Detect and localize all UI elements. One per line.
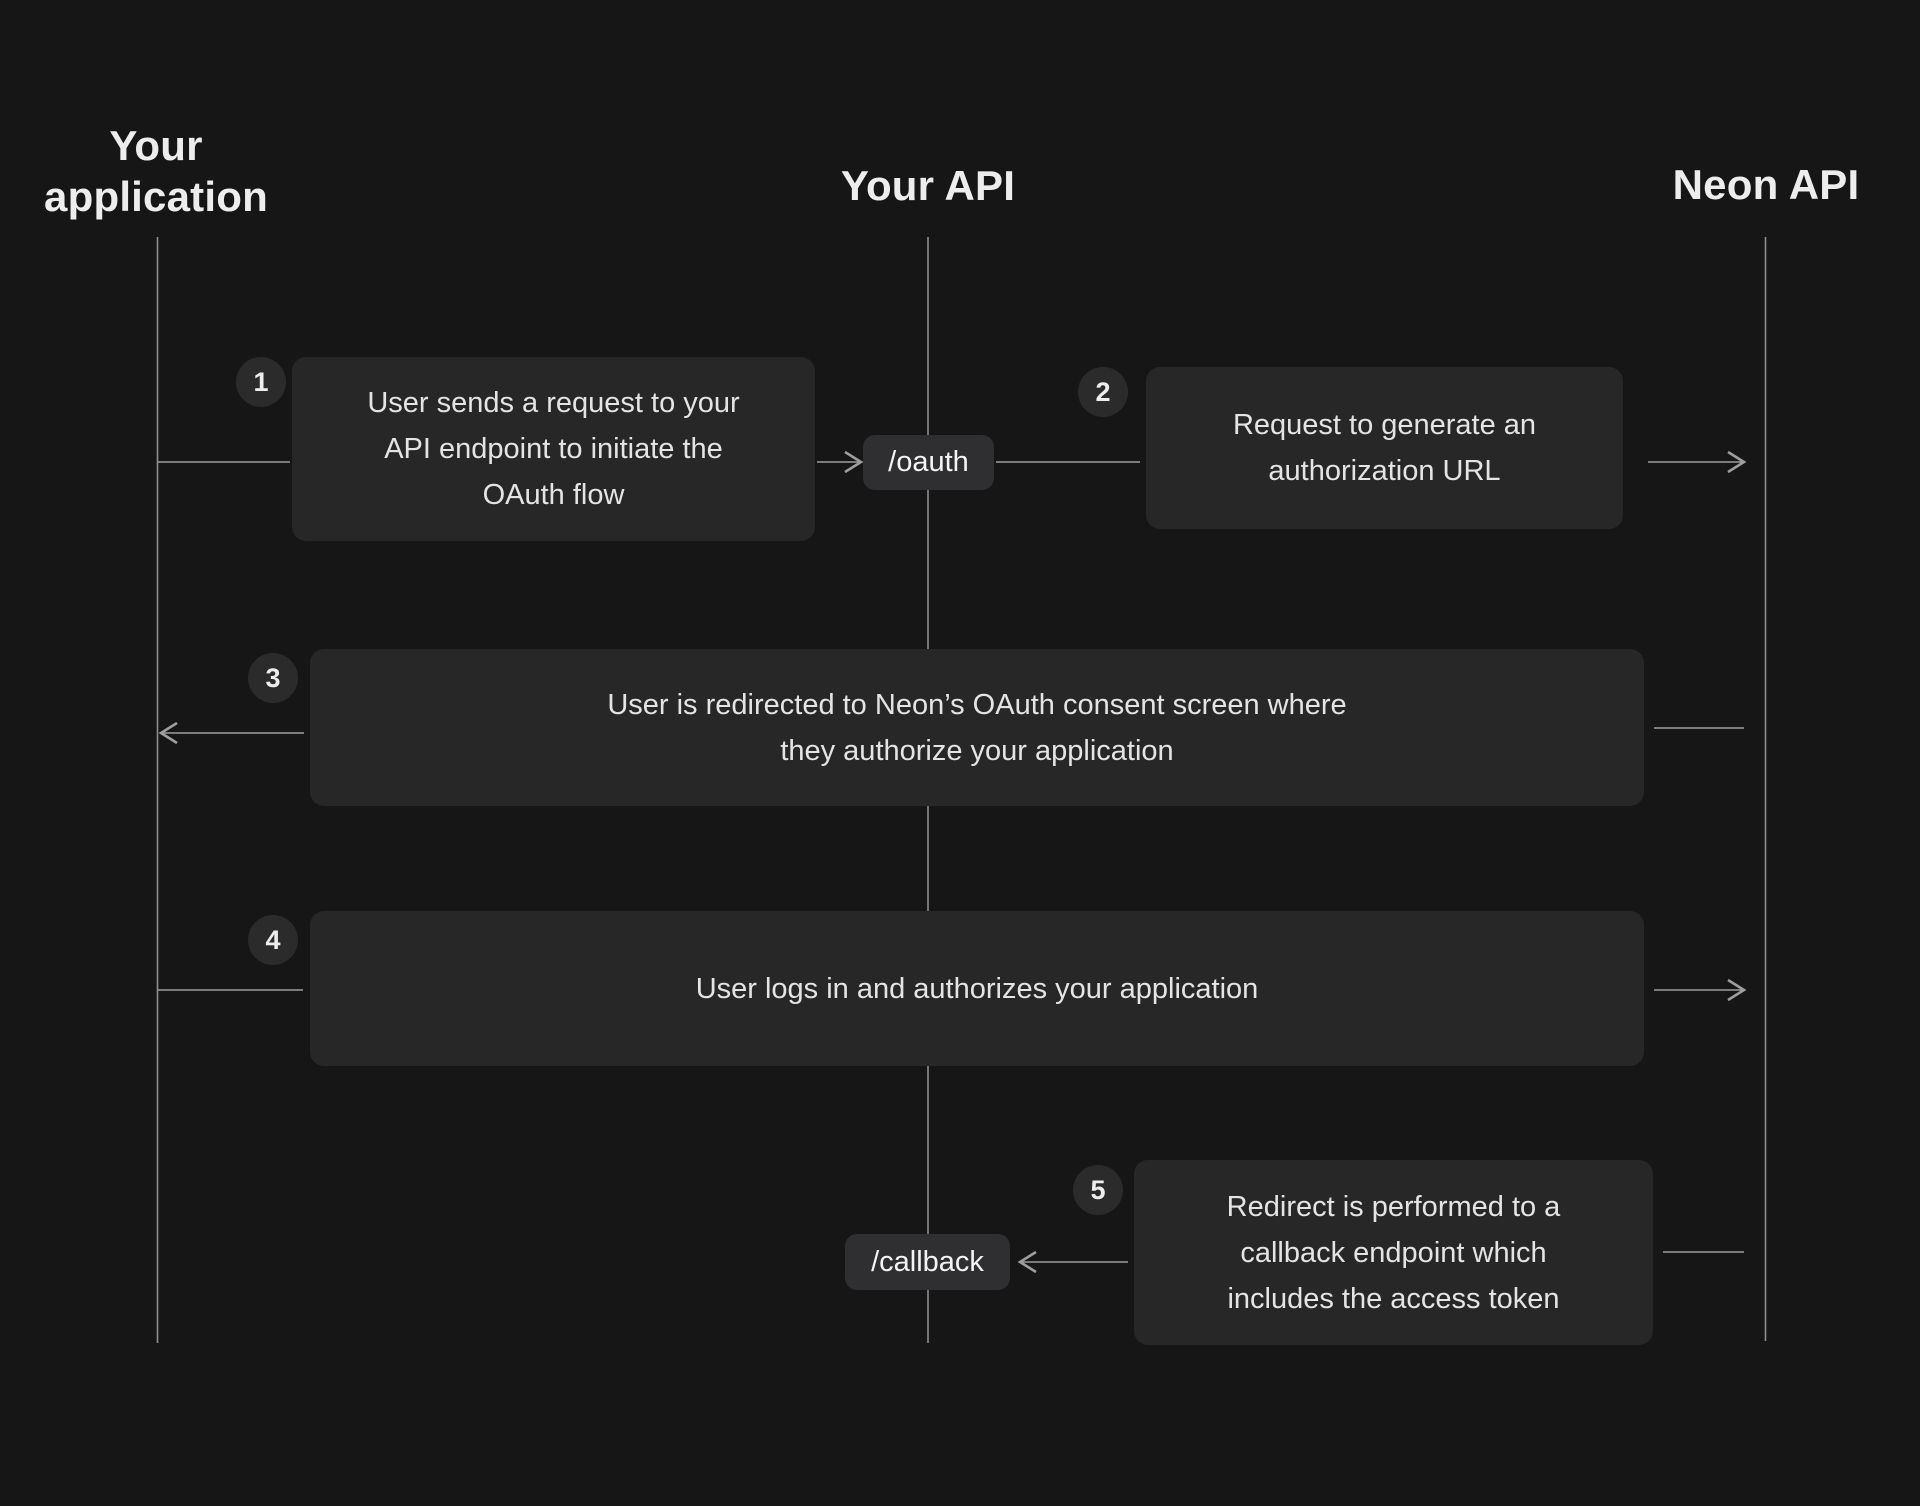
step-badge-1: 1 bbox=[236, 357, 286, 407]
step2-message-text: Request to generate an authorization URL bbox=[1232, 409, 1537, 487]
step-badge-5: 5 bbox=[1073, 1165, 1123, 1215]
step-badge-2: 2 bbox=[1078, 367, 1128, 417]
step5-message-text: Redirect is performed to a callback endp… bbox=[1226, 1190, 1561, 1315]
column-header-your-application: Your application bbox=[44, 122, 268, 220]
callback-endpoint-pill: /callback bbox=[845, 1234, 1010, 1290]
oauth-endpoint-pill: /oauth bbox=[863, 435, 994, 490]
step3-message-text: User is redirected to Neon’s OAuth conse… bbox=[607, 688, 1347, 767]
step1-message-box: User sends a request to your API endpoin… bbox=[292, 357, 815, 541]
step1-message-text: User sends a request to your API endpoin… bbox=[367, 387, 740, 511]
step3-message-box: User is redirected to Neon’s OAuth conse… bbox=[310, 649, 1644, 806]
step4-message-text: User logs in and authorizes your applica… bbox=[695, 972, 1259, 1005]
step-badge-4: 4 bbox=[248, 915, 298, 965]
column-header-neon-api: Neon API bbox=[1672, 161, 1860, 208]
step4-message-box: User logs in and authorizes your applica… bbox=[310, 911, 1644, 1066]
step-badge-3: 3 bbox=[248, 653, 298, 703]
step5-message-box: Redirect is performed to a callback endp… bbox=[1134, 1160, 1653, 1345]
step2-message-box: Request to generate an authorization URL bbox=[1146, 367, 1623, 529]
column-header-your-api: Your API bbox=[840, 162, 1016, 209]
